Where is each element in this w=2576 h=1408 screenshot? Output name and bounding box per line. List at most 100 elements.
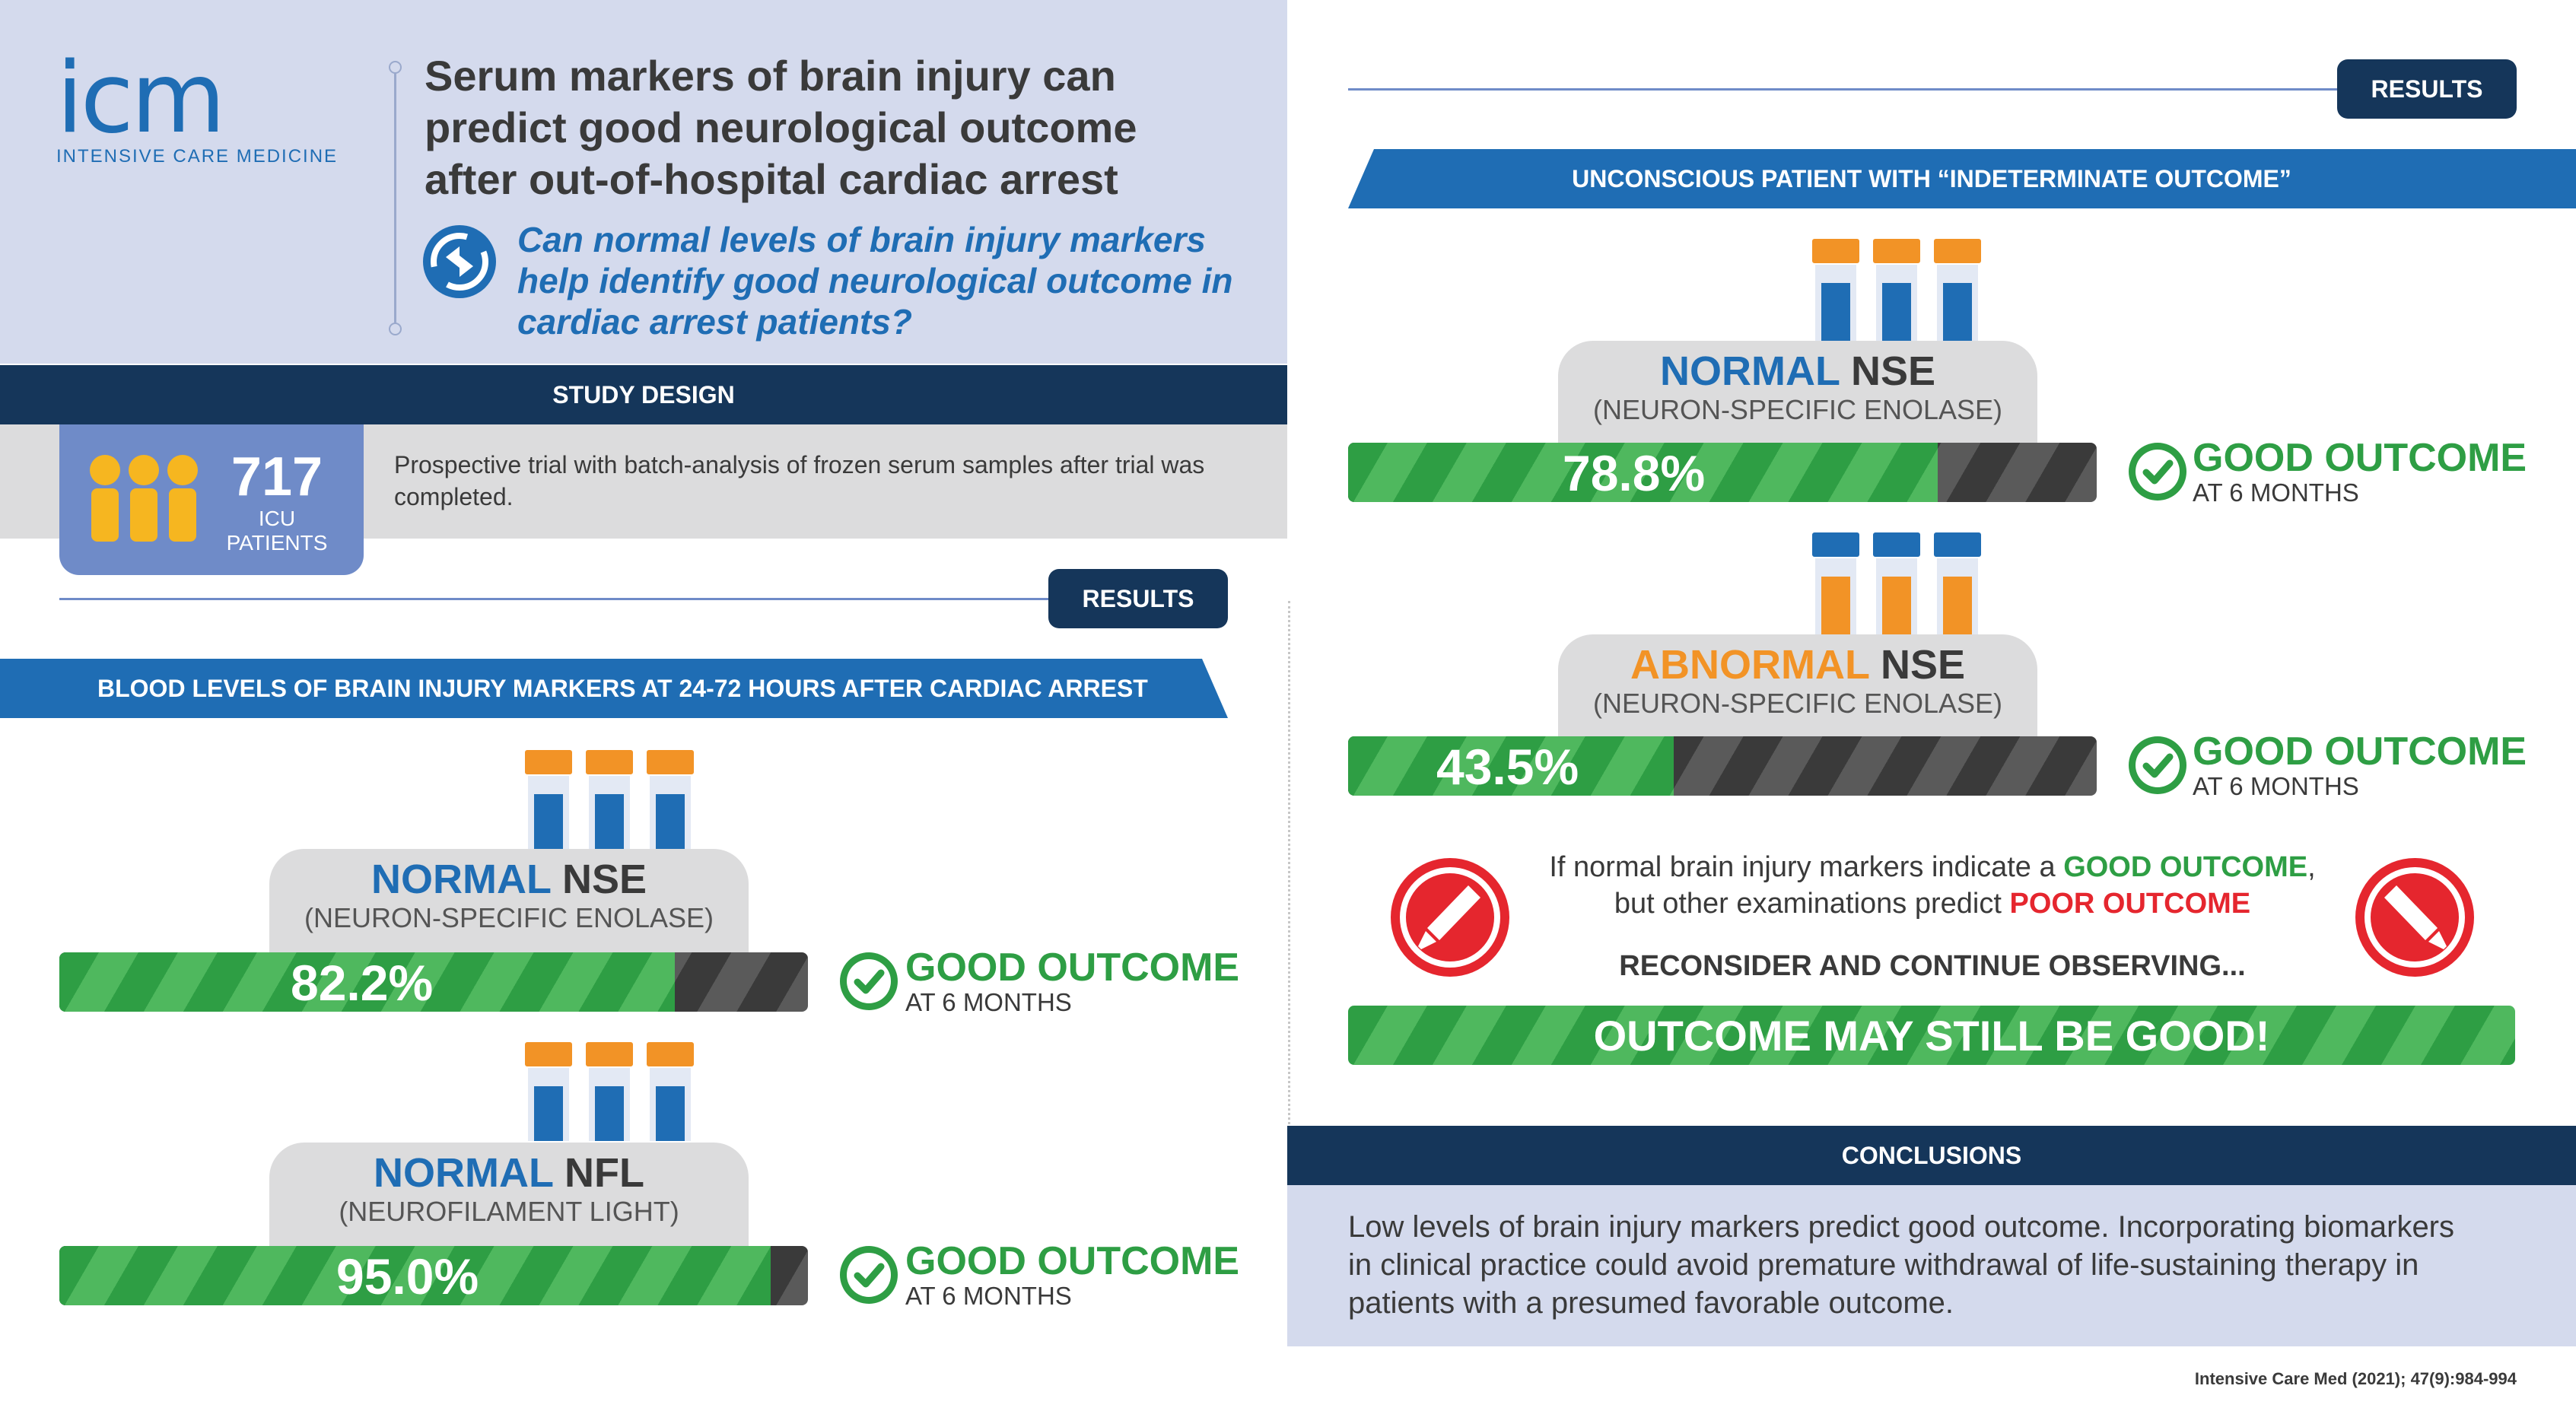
- tube-group-right-1: [1811, 239, 1983, 341]
- warning-line-1-text: If normal brain injury markers indicate …: [1549, 851, 2064, 883]
- study-description-line-1: Prospective trial with batch-analysis of…: [394, 451, 1205, 478]
- stop-icon-right: [2354, 857, 2476, 982]
- question-line-3: cardiac arrest patients?: [517, 302, 913, 342]
- marker-name: NSE: [561, 857, 647, 902]
- outcome-label: GOOD OUTCOME: [2193, 729, 2527, 774]
- study-design-heading: STUDY DESIGN: [0, 365, 1287, 424]
- column-separator: [1288, 601, 1290, 1133]
- conclusions-line-2: in clinical practice could avoid prematu…: [1348, 1248, 2419, 1282]
- warning-line-1-end: ,: [2307, 851, 2316, 883]
- outcome-timeframe: AT 6 MONTHS: [2193, 772, 2359, 800]
- patient-count-label-1: ICU: [258, 507, 296, 530]
- logo-mark: icm: [56, 42, 226, 155]
- left-results-banner: BLOOD LEVELS OF BRAIN INJURY MARKERS AT …: [0, 659, 1228, 718]
- conclusions-text: Low levels of brain injury markers predi…: [1348, 1208, 2515, 1322]
- header-divider: [394, 64, 396, 329]
- outcome-percent: 78.8%: [1563, 445, 1706, 501]
- tube-group-right-2: [1811, 532, 1983, 634]
- marker-full-name: (NEURON-SPECIFIC ENOLASE): [304, 902, 714, 933]
- warning-good-outcome: GOOD OUTCOME: [2063, 851, 2308, 883]
- patient-count-label-2: PATIENTS: [226, 531, 328, 555]
- marker-label-right-1: NORMAL NSE (NEURON-SPECIFIC ENOLASE): [1558, 341, 2037, 444]
- question-line-1: Can normal levels of brain injury marker…: [517, 220, 1206, 259]
- conclusions-heading: CONCLUSIONS: [1287, 1126, 2576, 1185]
- study-description: Prospective trial with batch-analysis of…: [394, 449, 1269, 513]
- outcome-percent: 43.5%: [1436, 739, 1579, 795]
- page-title: Serum markers of brain injury can predic…: [425, 50, 1137, 205]
- check-icon: [2127, 441, 2188, 506]
- header-divider-dot-top: [389, 61, 402, 74]
- marker-name: NSE: [1880, 642, 1966, 688]
- right-results-rule: [1348, 88, 2337, 91]
- right-results-banner: UNCONSCIOUS PATIENT WITH “INDETERMINATE …: [1348, 149, 2576, 208]
- right-results-badge-text: RESULTS: [2371, 75, 2483, 103]
- conclusions-line-3: patients with a presumed favorable outco…: [1348, 1286, 1954, 1320]
- tube-group-left-1: [523, 750, 695, 849]
- outcome-bar-fill: [1348, 736, 1674, 796]
- warning-line-2: but other examinations predict POOR OUTC…: [1514, 885, 2351, 922]
- tube-group-left-2: [523, 1042, 695, 1141]
- stop-icon-left: [1389, 857, 1511, 982]
- warning-line-1: If normal brain injury markers indicate …: [1514, 849, 2351, 885]
- outcome-label: GOOD OUTCOME: [905, 1239, 1240, 1283]
- warning-text: If normal brain injury markers indicate …: [1514, 849, 2351, 922]
- outcome-bar-left-1: 82.2%: [59, 952, 808, 1012]
- outcome-bar-fill: [1348, 443, 1938, 502]
- marker-full-name: (NEURON-SPECIFIC ENOLASE): [1592, 394, 2003, 425]
- logo-text: INTENSIVE CARE MEDICINE: [56, 146, 339, 167]
- check-icon: [838, 1244, 899, 1309]
- icm-logo: icm INTENSIVE CARE MEDICINE: [56, 42, 376, 167]
- marker-status: NORMAL: [374, 1150, 553, 1196]
- left-results-rule: [59, 598, 1048, 600]
- question-icon: [423, 225, 496, 298]
- marker-status: NORMAL: [370, 857, 551, 902]
- good-outcome-left-2: GOOD OUTCOME AT 6 MONTHS: [905, 1240, 1239, 1310]
- outcome-timeframe: AT 6 MONTHS: [905, 1282, 1072, 1310]
- check-icon: [838, 951, 899, 1015]
- outcome-banner: OUTCOME MAY STILL BE GOOD!: [1348, 1006, 2515, 1065]
- marker-name: NSE: [1850, 348, 1936, 394]
- marker-label-left-1: NORMAL NSE (NEURON-SPECIFIC ENOLASE): [269, 849, 749, 952]
- check-icon: [2127, 735, 2188, 799]
- left-results-badge-text: RESULTS: [1082, 585, 1194, 612]
- patient-count-card: 717 ICU PATIENTS: [59, 424, 364, 575]
- warning-poor-outcome: POOR OUTCOME: [2009, 888, 2251, 920]
- title-line-3: after out-of-hospital cardiac arrest: [425, 155, 1118, 203]
- header-divider-dot-bottom: [389, 323, 402, 335]
- conclusions-body: [1287, 1185, 2576, 1346]
- marker-label-left-2: NORMAL NFL (NEUROFILAMENT LIGHT): [269, 1143, 749, 1246]
- good-outcome-right-2: GOOD OUTCOME AT 6 MONTHS: [2193, 730, 2527, 800]
- marker-status: ABNORMAL: [1630, 642, 1869, 688]
- right-results-banner-text: UNCONSCIOUS PATIENT WITH “INDETERMINATE …: [1572, 165, 2291, 192]
- citation: Intensive Care Med (2021); 47(9):984-994: [2194, 1369, 2517, 1388]
- title-line-2: predict good neurological outcome: [425, 103, 1137, 151]
- warning-action: RECONSIDER AND CONTINUE OBSERVING...: [1619, 950, 2246, 982]
- marker-label-right-2: ABNORMAL NSE (NEURON-SPECIFIC ENOLASE): [1558, 634, 2037, 738]
- outcome-bar-left-2: 95.0%: [59, 1246, 808, 1305]
- left-results-banner-text: BLOOD LEVELS OF BRAIN INJURY MARKERS AT …: [97, 675, 1148, 702]
- study-design-heading-text: STUDY DESIGN: [552, 381, 735, 408]
- outcome-bar-fill: [59, 1246, 771, 1305]
- outcome-bar-right-1: 78.8%: [1348, 443, 2097, 502]
- header-panel: [0, 0, 1287, 364]
- left-results-badge: RESULTS: [1048, 569, 1228, 628]
- outcome-percent: 82.2%: [291, 955, 434, 1011]
- outcome-timeframe: AT 6 MONTHS: [2193, 478, 2359, 507]
- marker-full-name: (NEURON-SPECIFIC ENOLASE): [1592, 688, 2003, 719]
- research-question: Can normal levels of brain injury marker…: [517, 219, 1232, 342]
- good-outcome-left-1: GOOD OUTCOME AT 6 MONTHS: [905, 946, 1239, 1016]
- conclusions-heading-text: CONCLUSIONS: [1841, 1142, 2022, 1169]
- marker-full-name: (NEUROFILAMENT LIGHT): [339, 1196, 679, 1227]
- outcome-percent: 95.0%: [336, 1248, 479, 1305]
- warning-line-2-text: but other examinations predict: [1614, 888, 2010, 920]
- right-results-badge: RESULTS: [2337, 59, 2517, 119]
- outcome-label: GOOD OUTCOME: [2193, 436, 2527, 480]
- outcome-bar-fill: [59, 952, 675, 1012]
- outcome-bar-right-2: 43.5%: [1348, 736, 2097, 796]
- good-outcome-right-1: GOOD OUTCOME AT 6 MONTHS: [2193, 437, 2527, 507]
- study-description-line-2: completed.: [394, 483, 514, 510]
- outcome-timeframe: AT 6 MONTHS: [905, 988, 1072, 1016]
- patient-count: 717: [231, 447, 323, 507]
- marker-name: NFL: [564, 1150, 644, 1196]
- marker-status: NORMAL: [1659, 348, 1840, 394]
